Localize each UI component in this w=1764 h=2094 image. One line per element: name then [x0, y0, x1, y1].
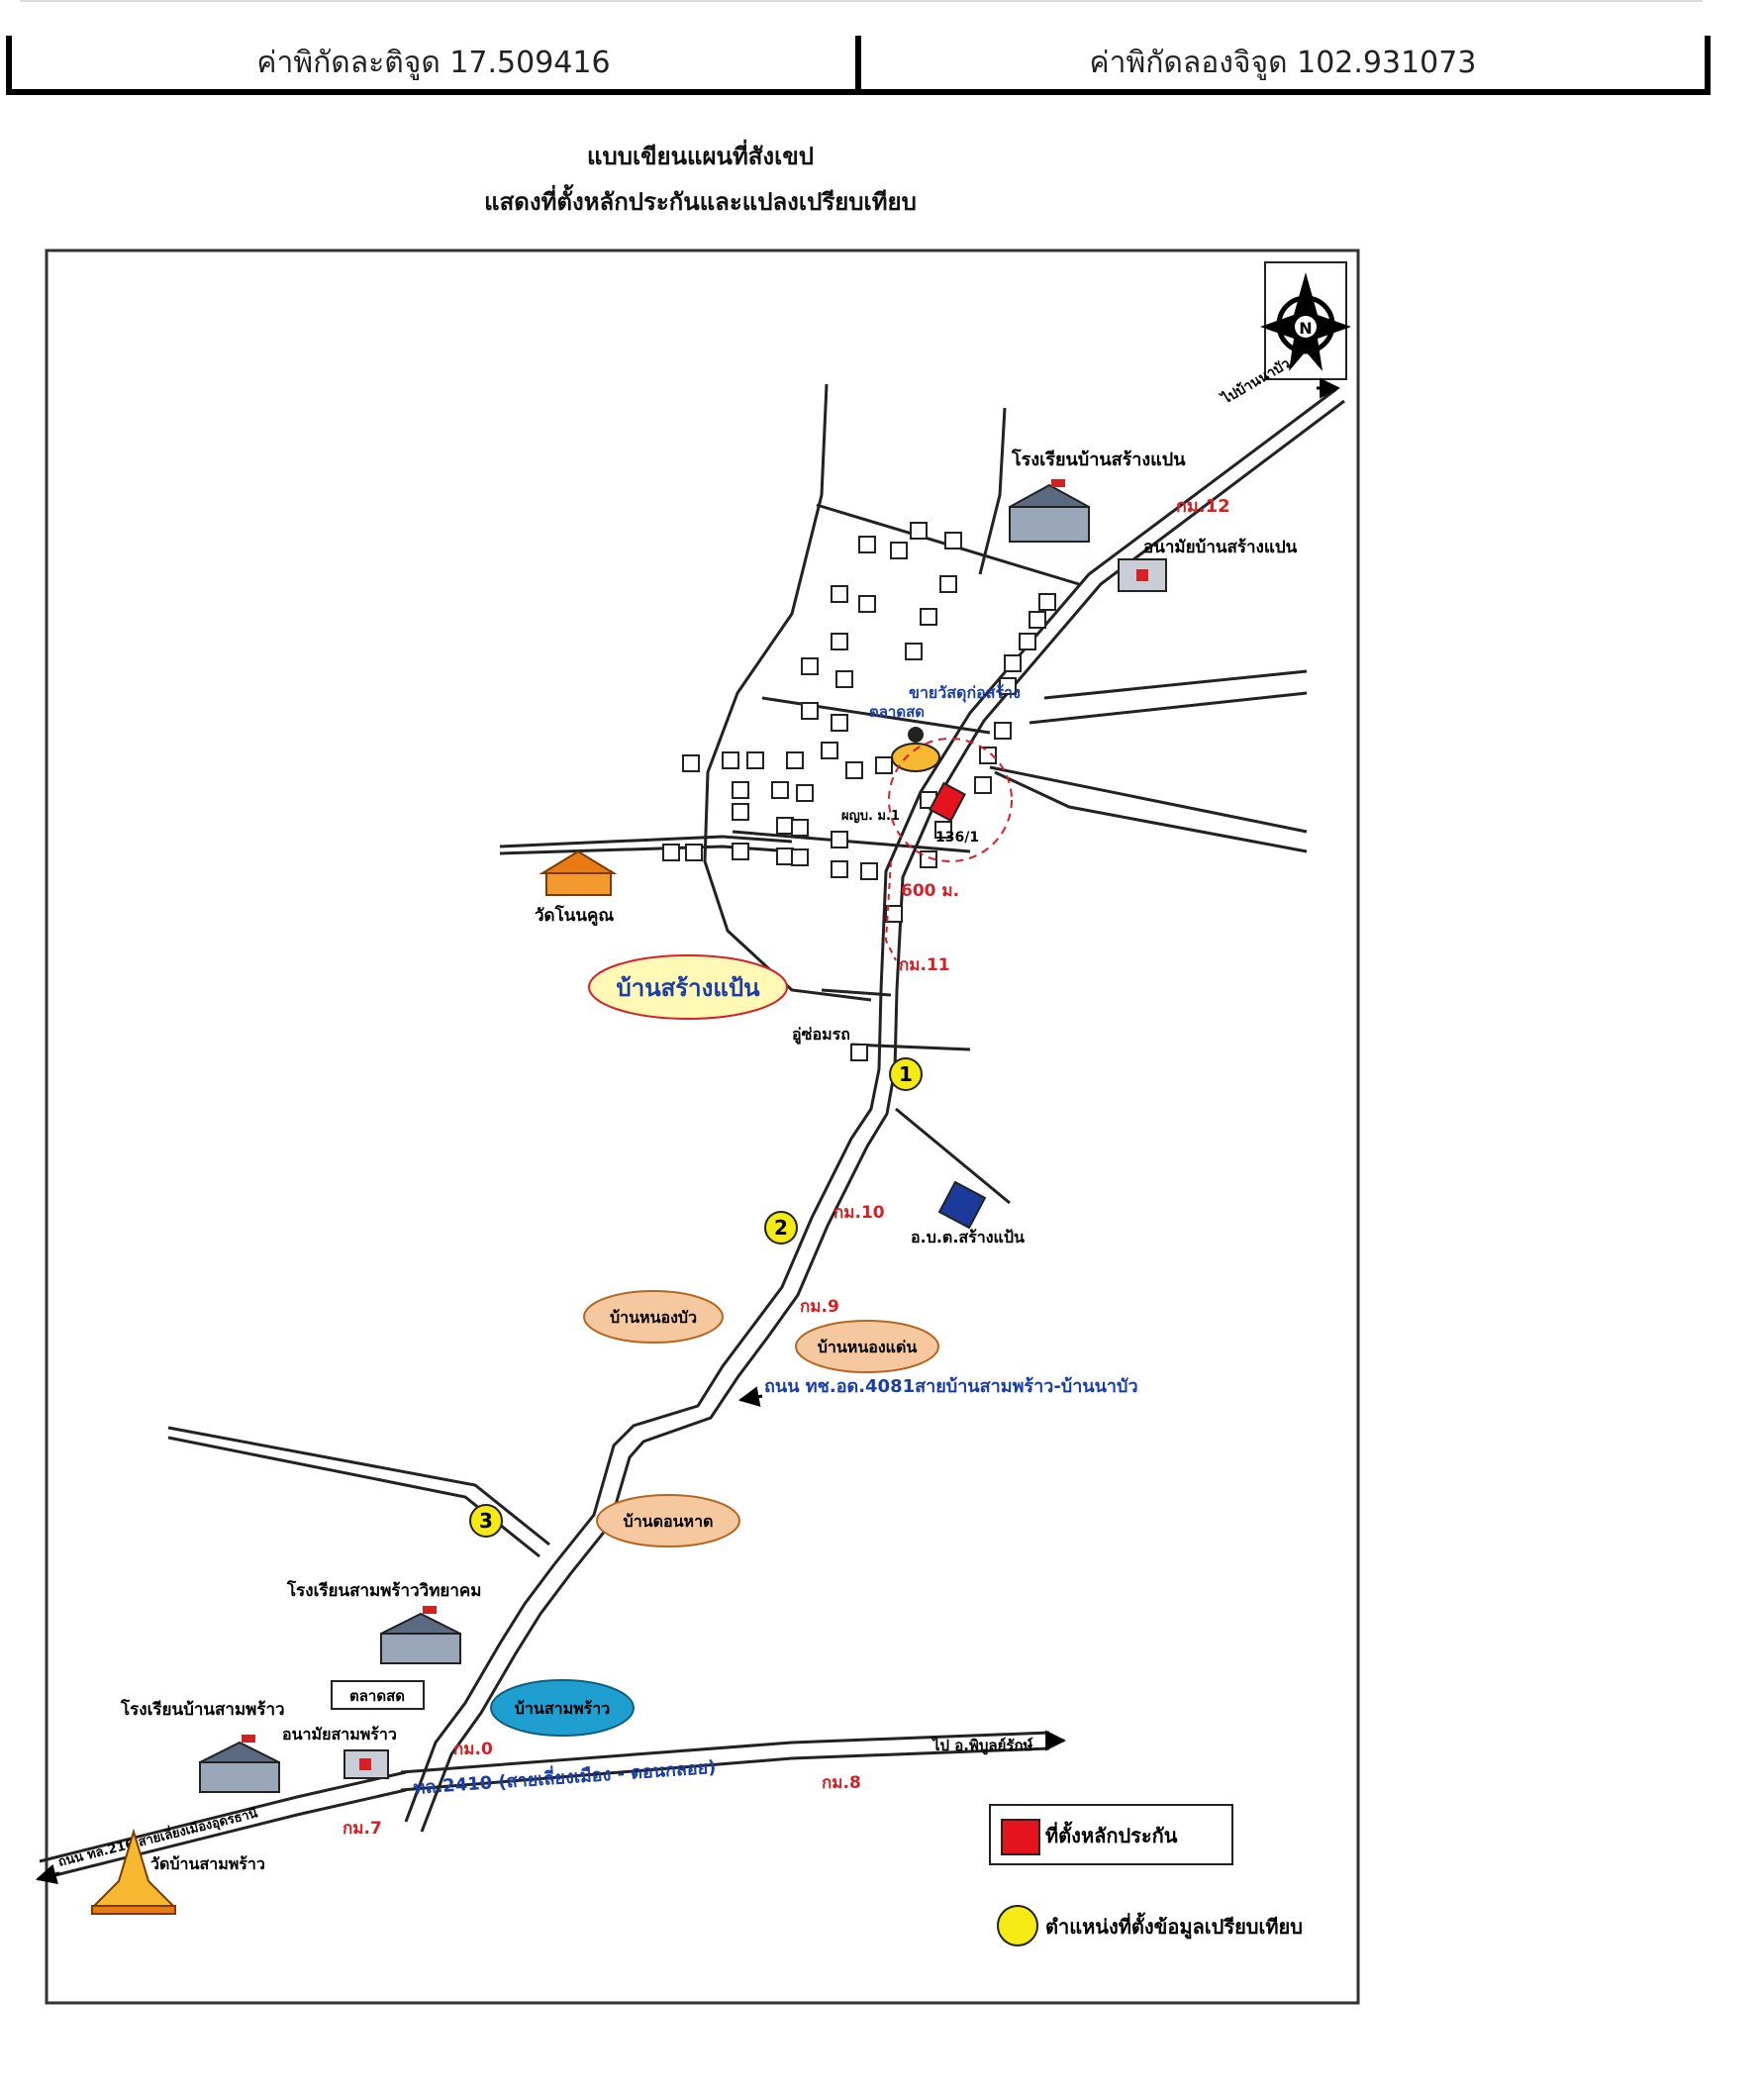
garage-label: อู่ซ่อมรถ	[792, 1025, 850, 1046]
youth-center-label: ผญบ. ม.1	[841, 809, 900, 824]
school-sangpan-icon	[1009, 479, 1090, 543]
village-samphrao-label: บ้านสามพร้าว	[515, 1699, 611, 1718]
parcel-number: 136/1	[935, 830, 979, 846]
school-samphrao-label: โรงเรียนบ้านสามพร้าว	[120, 1699, 285, 1720]
wat-nonkun-label: วัดโนนคูณ	[535, 905, 614, 927]
latitude-value: ค่าพิกัดละติจูด 17.509416	[12, 36, 861, 89]
southwest-road	[167, 1426, 550, 1558]
map-title: แบบเขียนแผนที่สังเขป	[587, 143, 814, 170]
market-2-label: ตลาดสด	[349, 1687, 405, 1705]
village-nongbua-label: บ้านหนองบัว	[610, 1308, 697, 1327]
school-samphrao-wit-label: โรงเรียนสามพร้าววิทยาคม	[286, 1580, 481, 1601]
comparison-point-1	[889, 1057, 923, 1091]
village-sangpan-label: บ้านสร้างแป้น	[617, 974, 761, 1002]
village-sangpan-marker	[588, 954, 788, 1020]
collateral-parcel	[929, 781, 966, 823]
school-samphrao-icon	[199, 1735, 280, 1793]
village-donhat-label: บ้านดอนหาด	[624, 1512, 714, 1531]
obt-label: อ.บ.ต.สร้างแป้น	[911, 1228, 1025, 1246]
km8-label: กม.8	[822, 1773, 861, 1793]
km9-label: กม.9	[800, 1297, 839, 1317]
map-subtitle: แสดงที่ตั้งหลักประกันและแปลงเปรียบเทียบ	[484, 188, 917, 216]
legend-comparison-swatch	[997, 1905, 1038, 1946]
km11-label: กม.11	[899, 955, 950, 975]
village-donhat-marker	[596, 1494, 740, 1547]
village-nongdaen-marker	[795, 1320, 939, 1373]
legend-collateral-label: ที่ตั้งหลักประกัน	[1045, 1821, 1178, 1847]
north-roads	[703, 383, 1080, 1205]
to-phibun-label: ไป อ.พิบูลย์รักษ์	[931, 1736, 1033, 1755]
village-nongdaen-label: บ้านหนองแด่น	[818, 1338, 918, 1356]
point-2-number: 2	[774, 1216, 788, 1240]
market-2-box	[331, 1680, 425, 1710]
wat-samphrao-label: วัดบ้านสามพร้าว	[150, 1854, 265, 1873]
legend-collateral-swatch	[1001, 1819, 1040, 1855]
legend: ที่ตั้งหลักประกัน ตำแหน่งที่ตั้งข้อมูลเป…	[989, 1804, 1303, 1946]
highway-2410	[400, 1731, 1050, 1792]
health-sangpan-label: อนามัยบ้านสร้างแปน	[1143, 538, 1298, 557]
shop-label: ขายวัสดุก่อสร้าง	[909, 683, 1021, 703]
km7-label: กม.7	[343, 1819, 382, 1839]
north-compass-icon: N	[1260, 261, 1351, 380]
road-4081-label: ถนน ทช.อด.4081สายบ้านสามพร้าว-บ้านนาบัว	[764, 1376, 1138, 1397]
west-road	[499, 835, 793, 855]
road-to-nabua-label: ไปบ้านนาบัว	[1217, 354, 1293, 409]
distance-label: 600 ม.	[901, 881, 959, 901]
map-frame	[45, 249, 1360, 2005]
top-rule	[20, 0, 1703, 2]
km10-label: กม.10	[833, 1203, 885, 1223]
longitude-value: ค่าพิกัดลองจิจูด 102.931073	[1089, 45, 1477, 80]
village-nongbua-marker	[583, 1290, 724, 1344]
point-1-number: 1	[899, 1062, 913, 1086]
school-sangpan-label: โรงเรียนบ้านสร้างแปน	[1011, 449, 1186, 470]
km12-label: กม.12	[1176, 496, 1230, 517]
market-icon	[891, 727, 940, 772]
km0-label: กม.0	[453, 1740, 493, 1759]
collateral-radius	[888, 738, 1013, 862]
health-samphrao-label: อนามัยสามพร้าว	[282, 1725, 397, 1744]
health-center-icon	[1118, 558, 1167, 592]
legend-comparison-label: ตำแหน่งที่ตั้งข้อมูลเปรียบเทียบ	[1045, 1912, 1303, 1941]
obt-building	[937, 1180, 987, 1230]
wat-nonkun-icon	[539, 849, 618, 896]
coordinate-bar: ค่าพิกัดละติจูด 17.509416 ค่าพิกัดลองจิจ…	[6, 36, 1711, 95]
village-samphrao-marker	[490, 1679, 635, 1737]
wat-samphrao-icon	[91, 1828, 176, 1915]
east-roads	[989, 669, 1308, 853]
houses	[662, 522, 1056, 1061]
fresh-market-label: ตลาดสด	[869, 703, 925, 721]
school-samphrao-wit-icon	[380, 1606, 461, 1664]
compass-letter: N	[1299, 319, 1312, 338]
comparison-point-2	[764, 1211, 798, 1245]
point-3-number: 3	[479, 1509, 493, 1533]
health-samphrao-icon	[343, 1749, 389, 1779]
comparison-point-3	[469, 1504, 503, 1538]
distance-path	[884, 860, 897, 961]
